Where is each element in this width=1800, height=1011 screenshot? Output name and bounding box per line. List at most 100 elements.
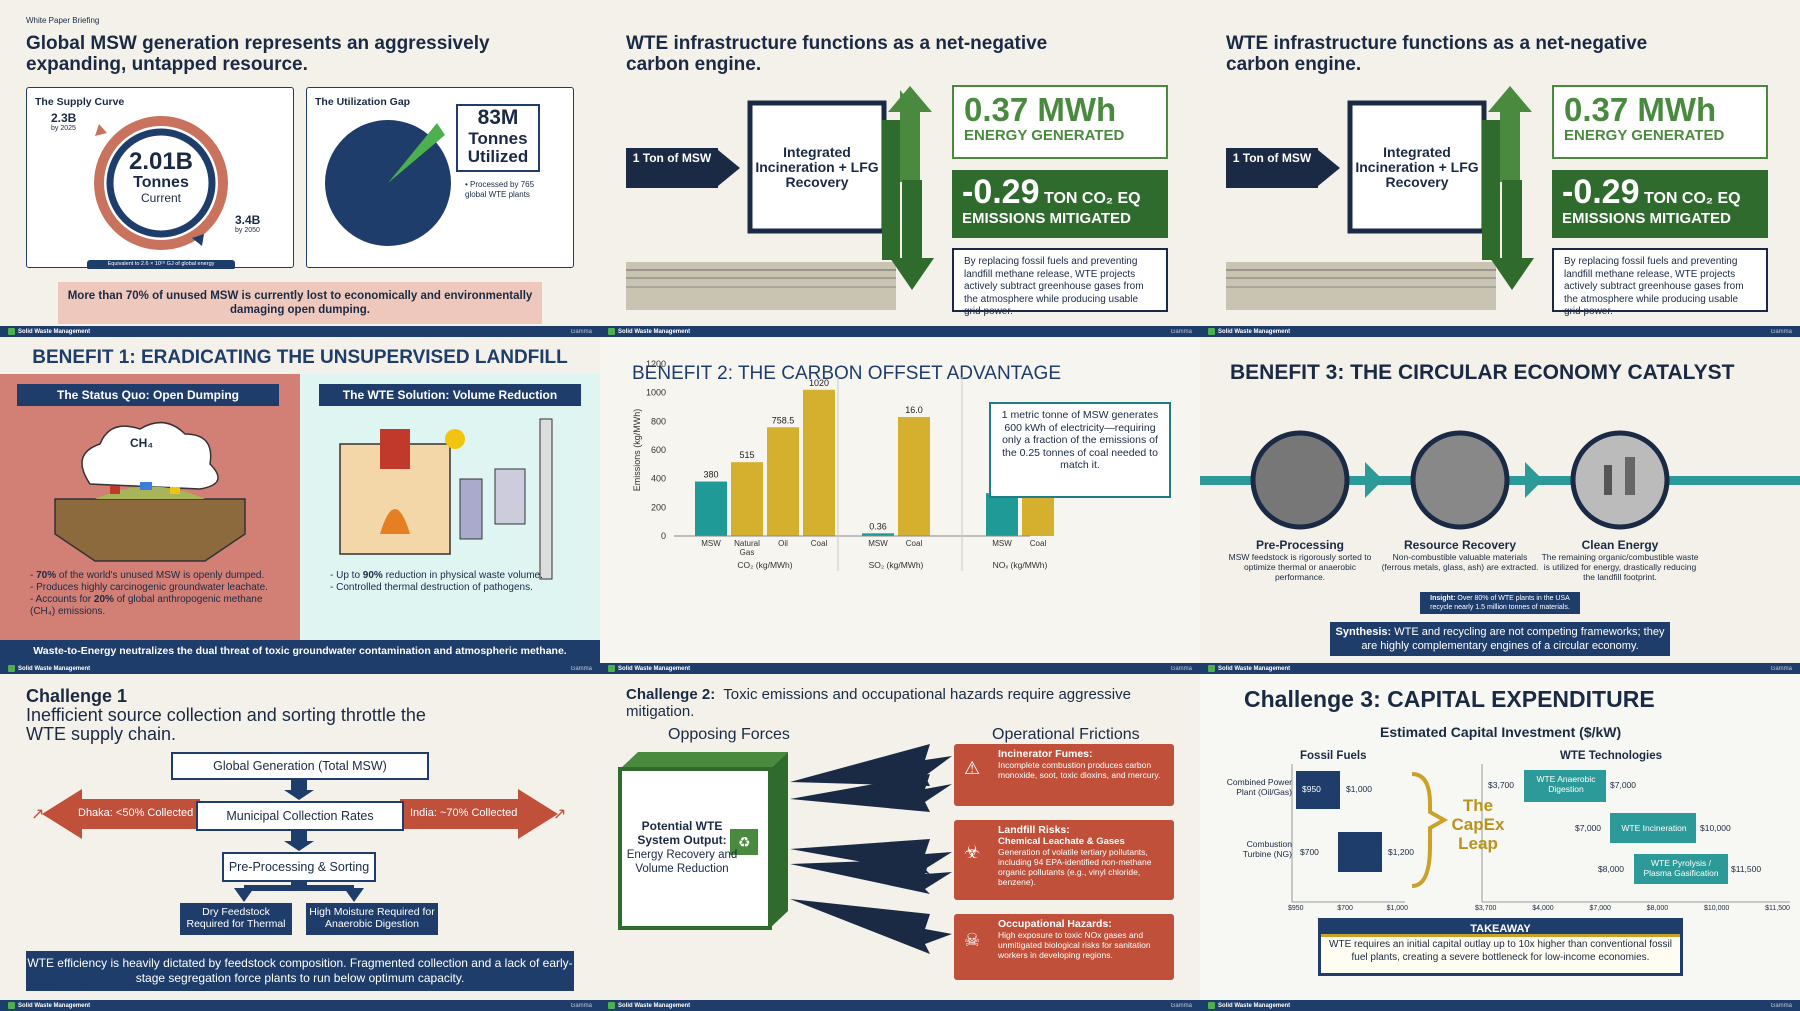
slide-footer: Solid Waste Management Gamma	[600, 326, 1200, 337]
energy-value: 0.37 MWh	[964, 91, 1117, 128]
ch4-label: CH₄	[130, 436, 154, 450]
bottom-banner: Waste-to-Energy neutralizes the dual thr…	[0, 640, 600, 663]
energy-value: 0.37 MWh	[1564, 91, 1717, 128]
bullet-2: - Controlled thermal destruction of path…	[330, 582, 533, 593]
india-arrow-label: India: ~70% Collected	[410, 807, 518, 819]
category-label: MSW	[992, 539, 1012, 548]
worker-icon: ☠	[964, 930, 981, 950]
circular-flow	[1200, 430, 1800, 530]
bar-high: $7,000	[1610, 780, 1636, 790]
status-quo-panel: The Status Quo: Open Dumping CH₄ - 70% o…	[0, 374, 300, 640]
fossil-row-label: Combined Power Plant (Oil/Gas)	[1226, 777, 1292, 797]
stage-title: Resource Recovery	[1403, 538, 1517, 552]
friction-occupational: ☠ Occupational Hazards: High exposure to…	[954, 914, 1174, 980]
brand-logo-icon	[8, 328, 15, 335]
category-label: Coal	[1030, 539, 1047, 548]
stage-desc: MSW feedstock is rigorously sorted to op…	[1228, 552, 1372, 582]
process-label: Integrated Incineration + LFG Recovery	[755, 144, 879, 190]
data-label: 16.0	[905, 405, 923, 415]
pie-graphic	[325, 104, 540, 246]
slide-footer: Solid Waste Management Gamma	[0, 1000, 600, 1011]
donut-unit: Tonnes	[133, 174, 189, 191]
bullet-1: - Up to 90% reduction in physical waste …	[330, 570, 543, 581]
footer-right: Gamma	[570, 1002, 592, 1009]
bar-coal	[803, 389, 835, 536]
slide-benefit-1: BENEFIT 1: ERADICATING THE UNSUPERVISED …	[0, 337, 600, 674]
footer-right: Gamma	[570, 665, 592, 672]
category-label: Gas	[740, 548, 755, 557]
footer-right: Gamma	[1170, 665, 1192, 672]
data-label: 1020	[809, 378, 829, 388]
panel-header: The WTE Solution: Volume Reduction	[319, 384, 581, 406]
supply-curve-panel: The Supply Curve 2.3B by 2025 2.01B Tonn…	[26, 87, 294, 269]
stage-title: Clean Energy	[1581, 538, 1659, 552]
energy-box: 0.37 MWh ENERGY GENERATED	[952, 85, 1168, 159]
capex-chart	[1291, 764, 1790, 903]
process-label: Integrated Incineration + LFG Recovery	[1355, 144, 1479, 190]
bar-low: $700	[1300, 847, 1319, 857]
data-label: 0.36	[869, 521, 887, 531]
chemical-icon: ☣	[964, 842, 981, 862]
bar-oil	[767, 427, 799, 536]
bullet-3: - Accounts for 20% of global anthropogen…	[30, 594, 263, 617]
input-label: 1 Ton of MSW	[1232, 151, 1312, 165]
description-box: By replacing fossil fuels and preventing…	[1552, 248, 1768, 317]
donut-graphic	[87, 116, 235, 269]
output-label-2: System Output:	[637, 833, 727, 847]
flow-generation: Global Generation (Total MSW)	[171, 752, 429, 780]
flow-dry-feedstock: Dry Feedstock Required for Thermal	[180, 903, 292, 935]
wte-axis: $3,700$4,000$7,000$8,000$10,000$11,500	[1475, 905, 1790, 912]
slide-wte-carbon-engine-copy: WTE infrastructure functions as a net-ne…	[1200, 0, 1800, 337]
mitigation-box: -0.29 TON CO₂ EQ EMISSIONS MITIGATED	[1552, 170, 1768, 238]
wte-row-label: WTE Anaerobic Digestion	[1536, 774, 1596, 794]
external-link-icon: ↗	[553, 806, 567, 823]
bar-msw	[862, 533, 894, 536]
incinerator-illustration	[339, 418, 553, 580]
slide-title: WTE infrastructure functions as a net-ne…	[1226, 33, 1648, 75]
footer-right: Gamma	[570, 328, 592, 335]
slide-footer: Solid Waste Management Gamma	[1200, 1000, 1800, 1011]
brand-logo-icon	[8, 1002, 15, 1009]
slide-footer: Solid Waste Management Gamma	[0, 326, 600, 337]
capex-leap-label: The CapEx Leap	[1451, 796, 1505, 853]
mitigation-box: -0.29 TON CO₂ EQ EMISSIONS MITIGATED	[952, 170, 1168, 238]
solution-bullets: - Up to 90% reduction in physical waste …	[330, 570, 585, 594]
bar-low: $7,000	[1575, 823, 1601, 833]
slide-title: BENEFIT 1: ERADICATING THE UNSUPERVISED …	[32, 347, 568, 368]
flow-diagram	[42, 778, 558, 902]
bar-low: $950	[1302, 784, 1321, 794]
slide-title: Global MSW generation represents an aggr…	[26, 33, 490, 75]
bar-high: $11,500	[1731, 864, 1762, 874]
bar-high: $10,000	[1700, 823, 1731, 833]
brand-logo-icon	[608, 1002, 615, 1009]
wte-diagram	[1226, 86, 1534, 310]
kicker: White Paper Briefing	[26, 16, 100, 25]
y-tick-label: 1200	[646, 359, 666, 369]
left-value: 2.3B	[51, 111, 77, 125]
slide-title: Challenge 1	[26, 686, 128, 706]
panel-title: The Supply Curve	[35, 96, 125, 108]
input-label: 1 Ton of MSW	[632, 151, 712, 165]
gap-note: • Processed by 765 global WTE plants	[465, 180, 535, 199]
slide-subtitle: Inefficient source collection and sortin…	[26, 705, 426, 744]
y-axis-label: Emissions (kg/MWh)	[632, 409, 642, 492]
bar-msw	[695, 481, 727, 536]
energy-box: 0.37 MWh ENERGY GENERATED	[1552, 85, 1768, 159]
category-label: MSW	[701, 539, 721, 548]
co2-unit: TON CO₂ EQ	[1643, 190, 1741, 207]
brand-logo-icon	[1208, 1002, 1215, 1009]
group-label: SO₂ (kg/MWh)	[869, 560, 924, 570]
footer-right: Gamma	[1770, 328, 1792, 335]
note-box: 1 metric tonne of MSW generates 600 kWh …	[989, 402, 1171, 498]
slide-footer: Solid Waste Management Gamma	[0, 663, 600, 674]
footer-brand: Solid Waste Management	[18, 328, 91, 335]
right-sub: by 2050	[235, 227, 260, 234]
slide-footer: Solid Waste Management Gamma	[600, 1000, 1200, 1011]
footer-right: Gamma	[1770, 1002, 1792, 1009]
wte-row-label: WTE Incineration	[1621, 823, 1687, 833]
fossil-row-label: Combustion Turbine (NG)	[1242, 839, 1292, 859]
utilization-gap-panel: The Utilization Gap 83M Tonnes Utilized …	[306, 87, 574, 268]
slide-footer: Solid Waste Management Gamma	[1200, 663, 1800, 674]
slide-footer: Solid Waste Management Gamma	[1200, 326, 1800, 337]
